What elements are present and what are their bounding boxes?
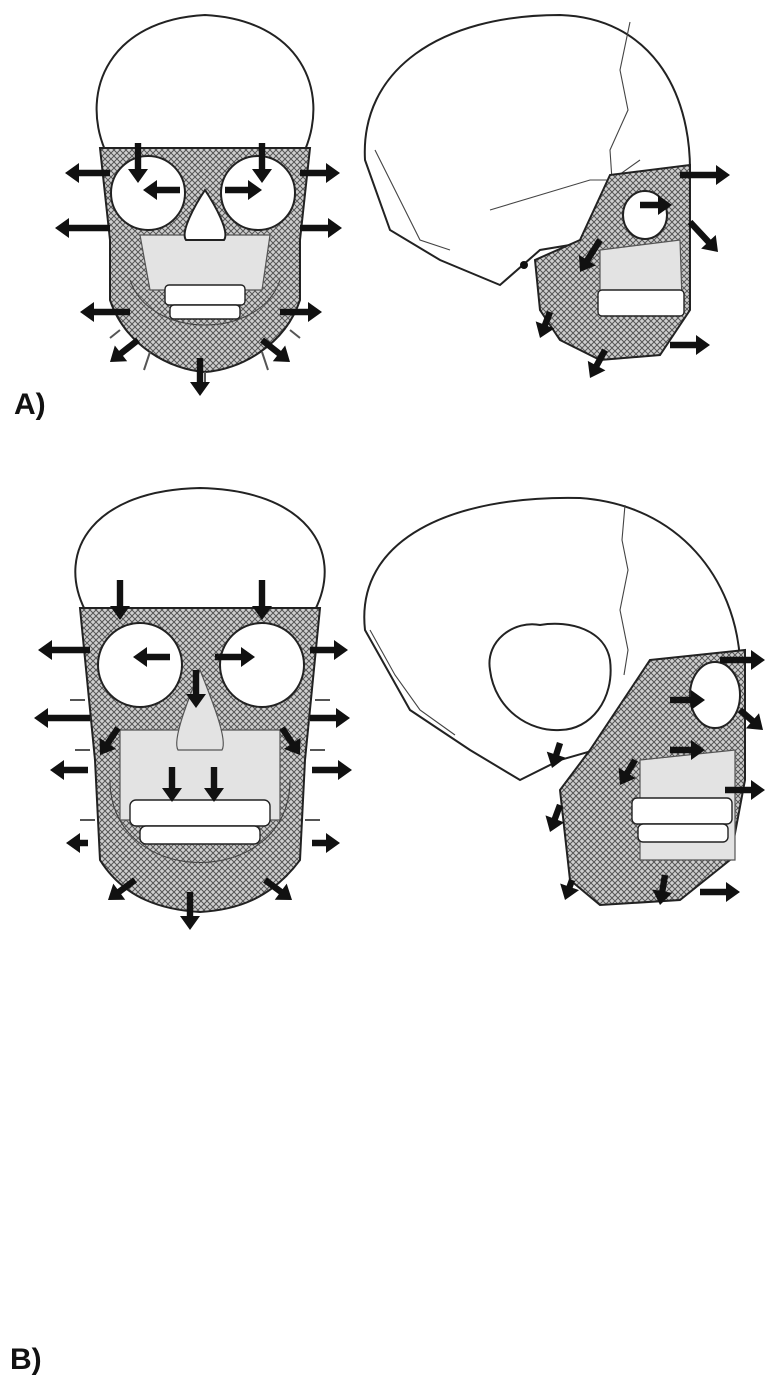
growth-direction-arrow-icon — [310, 708, 350, 728]
lower-teeth-b — [140, 826, 260, 844]
growth-direction-arrow-icon — [110, 337, 140, 362]
growth-direction-arrow-icon — [300, 218, 342, 238]
growth-direction-arrow-icon — [34, 708, 90, 728]
growth-direction-arrow-icon — [312, 833, 340, 853]
left-orbit-b — [98, 623, 182, 707]
maxilla-region — [140, 235, 270, 290]
panel-b: B) — [0, 460, 765, 932]
growth-direction-arrow-icon — [688, 220, 718, 252]
frontal-skull-a — [97, 15, 314, 382]
ear-canal-a — [520, 261, 528, 269]
panel-label-a: A) — [14, 388, 46, 422]
panel-a-figure — [0, 0, 765, 420]
panel-b-figure — [0, 460, 765, 932]
growth-direction-arrow-icon — [38, 640, 90, 660]
upper-teeth — [165, 285, 245, 305]
panel-a: A) — [0, 0, 765, 420]
growth-direction-arrow-icon — [545, 804, 564, 832]
panel-label-b: B) — [10, 1343, 42, 1377]
lateral-upper-teeth-b — [632, 798, 732, 824]
lateral-lower-teeth-b — [638, 824, 728, 842]
cranial-vault — [97, 15, 314, 150]
growth-direction-arrow-icon — [670, 335, 710, 355]
lower-teeth — [170, 305, 240, 319]
growth-direction-arrow-icon — [55, 218, 110, 238]
growth-direction-arrow-icon — [66, 833, 88, 853]
growth-direction-arrow-icon — [50, 760, 88, 780]
cranial-vault-b — [75, 488, 324, 610]
lateral-teeth-a — [598, 290, 684, 316]
right-orbit-b — [220, 623, 304, 707]
upper-teeth-b — [130, 800, 270, 826]
growth-direction-arrow-icon — [312, 760, 352, 780]
growth-direction-arrow-icon — [700, 882, 740, 902]
lateral-skull-a — [365, 15, 690, 360]
